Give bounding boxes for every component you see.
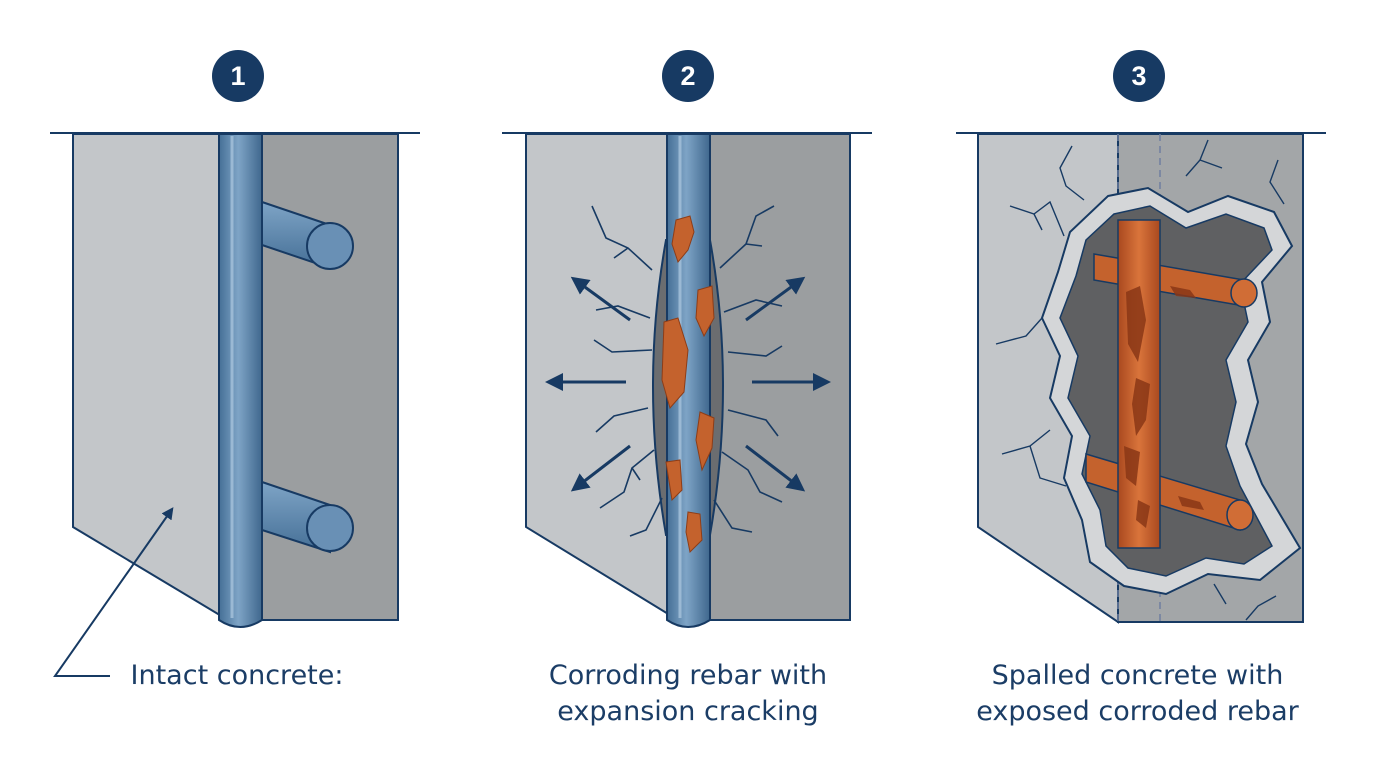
step-3-badge: 3 <box>1113 50 1165 102</box>
panel-1-front-face <box>73 134 240 620</box>
caption-panel-2: Corroding rebar with expansion cracking <box>518 658 858 730</box>
step-1-badge: 1 <box>212 50 264 102</box>
caption-panel-2-line-2: expansion cracking <box>518 694 858 730</box>
caption-panel-3-line-2: exposed corroded rebar <box>955 694 1320 730</box>
caption-panel-3-line-1: Spalled concrete with <box>955 658 1320 694</box>
panel-1-vertical-rebar <box>219 134 262 627</box>
caption-panel-1: Intact concrete: <box>112 658 362 694</box>
panel-1-illustration <box>50 133 420 676</box>
step-2-badge: 2 <box>662 50 714 102</box>
panel-2-illustration <box>502 133 872 627</box>
caption-panel-1-line-1: Intact concrete: <box>112 658 362 694</box>
caption-panel-2-line-1: Corroding rebar with <box>518 658 858 694</box>
caption-panel-3: Spalled concrete with exposed corroded r… <box>955 658 1320 730</box>
panel-3-illustration <box>956 133 1326 622</box>
